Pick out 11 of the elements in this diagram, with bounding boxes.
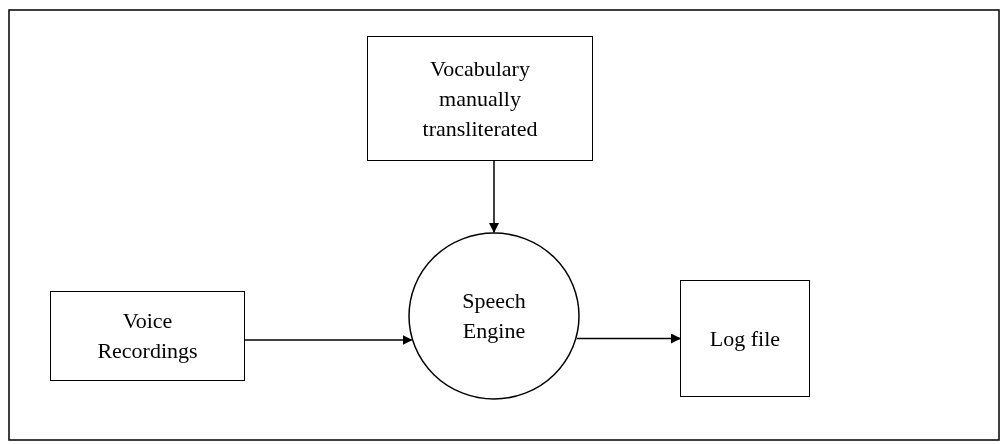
node-label: Speech Engine — [461, 287, 527, 345]
process-box — [367, 36, 593, 161]
node-label: Voice Recordings — [96, 307, 199, 365]
process-box — [50, 291, 245, 381]
node-label: Vocabulary manually transliterated — [421, 54, 539, 143]
node-label: Log file — [709, 324, 781, 353]
arrow — [576, 333, 681, 344]
process-circle — [408, 232, 580, 400]
arrow — [244, 335, 413, 345]
arrow — [489, 160, 499, 233]
process-box — [680, 280, 810, 397]
